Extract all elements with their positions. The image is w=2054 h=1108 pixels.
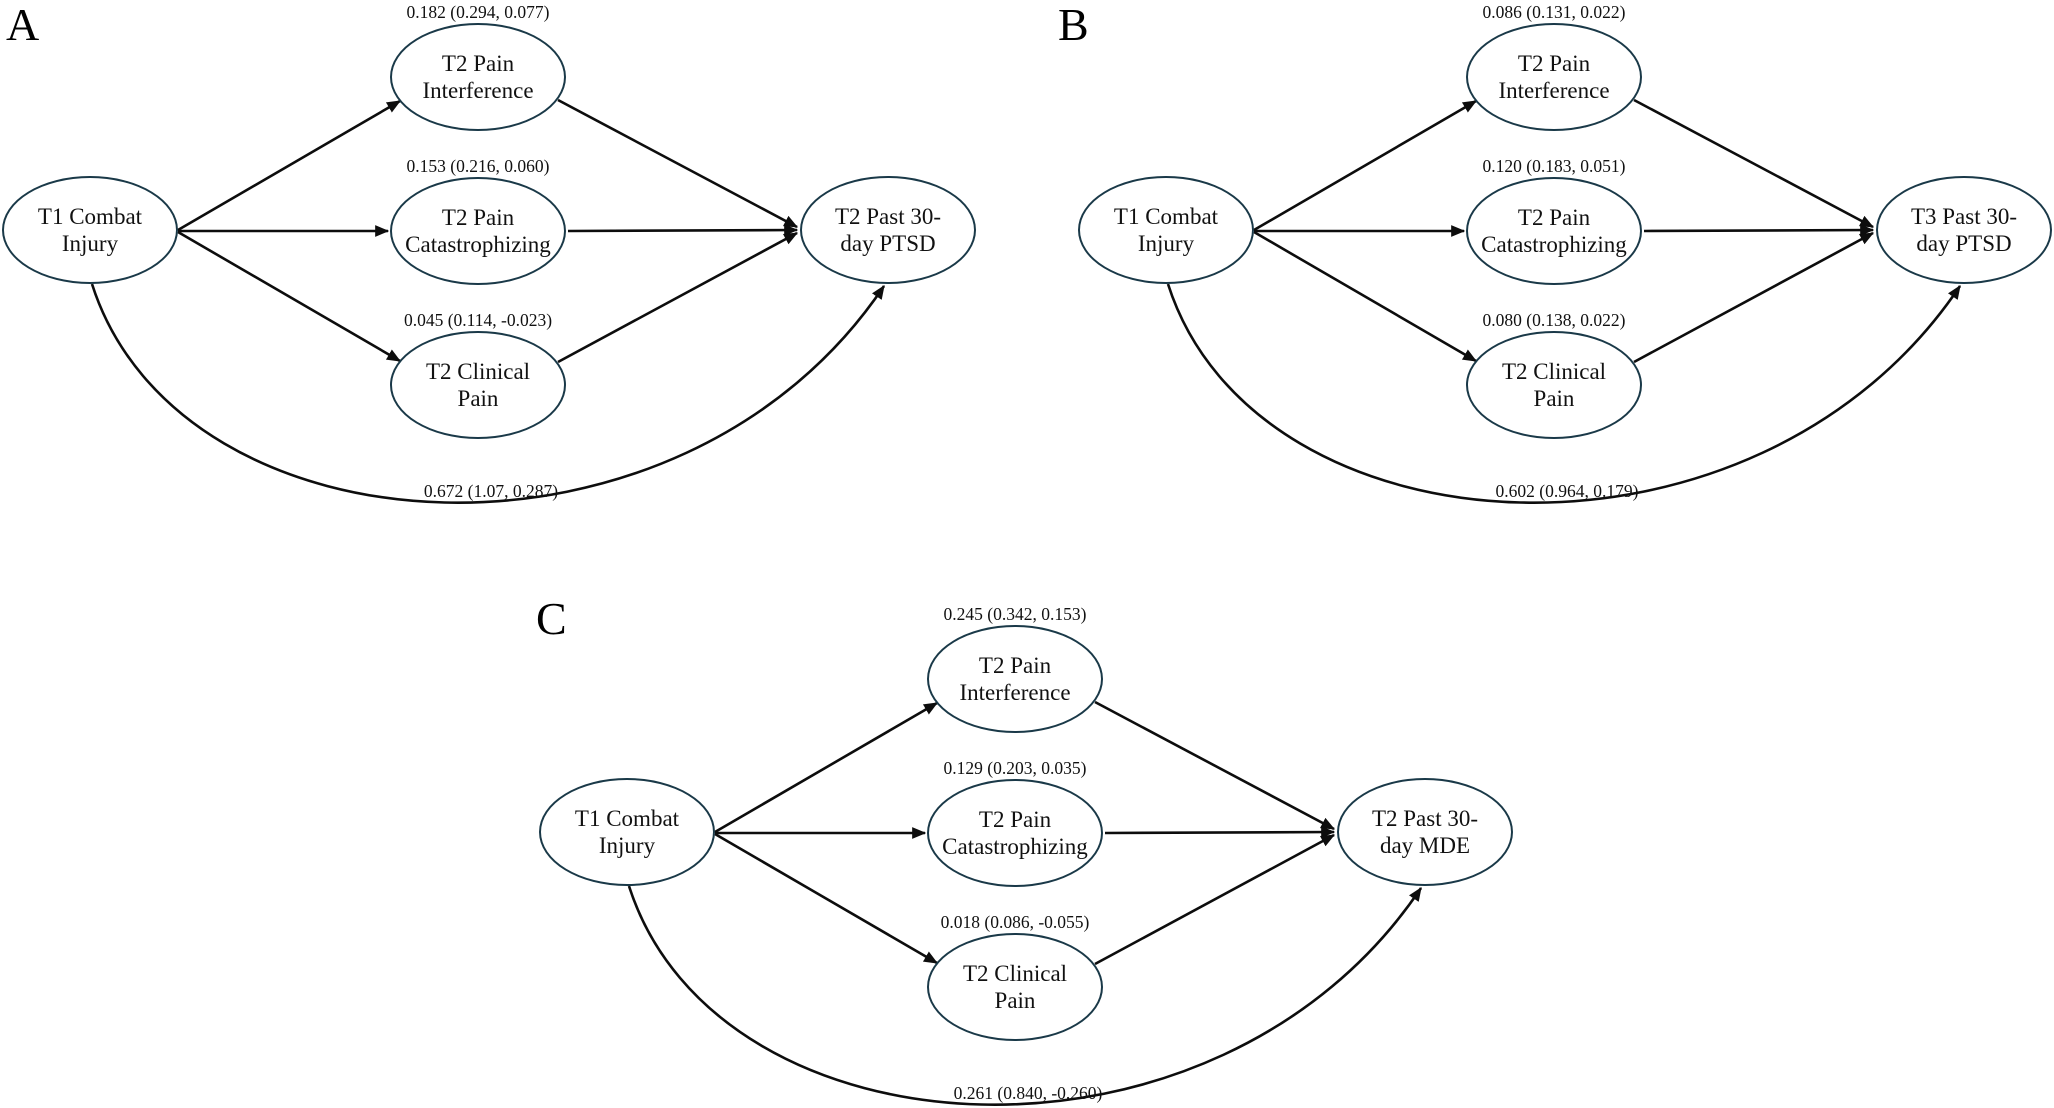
edge-clinical-to-outcome-a <box>557 231 799 364</box>
node-outcome-ptsd-t2-a: T2 Past 30- day PTSD <box>800 176 976 284</box>
edge-interference-to-outcome-b <box>1633 98 1875 229</box>
panel-b-letter: B <box>1058 0 1089 50</box>
edge-predictor-to-interference-c <box>714 701 939 834</box>
edge-clinical-to-outcome-b <box>1633 231 1875 364</box>
coef-pain-catastrophizing-b: 0.120 (0.183, 0.051) <box>1482 156 1626 176</box>
edge-predictor-to-clinical-b <box>1253 230 1478 363</box>
edge-interference-to-outcome-c <box>1094 700 1336 831</box>
edge-predictor-to-interference-a <box>177 99 402 232</box>
coef-pain-interference-a: 0.182 (0.294, 0.077) <box>406 2 550 22</box>
edge-predictor-to-clinical-a <box>177 230 402 363</box>
edge-catastrophizing-to-outcome-b <box>1643 224 1875 236</box>
node-t1-combat-injury-b: T1 Combat Injury <box>1078 176 1254 284</box>
coef-pain-catastrophizing-c: 0.129 (0.203, 0.035) <box>943 758 1087 778</box>
panel-a-edges <box>90 98 886 504</box>
node-outcome-ptsd-t3-b: T3 Past 30- day PTSD <box>1876 176 2052 284</box>
coef-pain-interference-c: 0.245 (0.342, 0.153) <box>943 604 1087 624</box>
coef-direct-effect-b: 0.602 (0.964, 0.179) <box>1495 481 1639 501</box>
node-pain-catastrophizing-a: T2 Pain Catastrophizing <box>390 177 566 285</box>
panel-c-edges <box>627 700 1423 1106</box>
node-outcome-mde-t2-c: T2 Past 30- day MDE <box>1337 778 1513 886</box>
panel-c-letter: C <box>536 593 567 644</box>
node-pain-catastrophizing-b: T2 Pain Catastrophizing <box>1466 177 1642 285</box>
edge-predictor-to-clinical-c <box>714 832 939 965</box>
edge-interference-to-outcome-a <box>557 98 799 229</box>
node-t1-combat-injury-c: T1 Combat Injury <box>539 778 715 886</box>
panel-a-letter: A <box>6 0 40 50</box>
node-t1-combat-injury-a: T1 Combat Injury <box>2 176 178 284</box>
coef-clinical-pain-a: 0.045 (0.114, -0.023) <box>403 310 553 330</box>
edge-direct-effect-curve-a <box>90 283 886 504</box>
node-pain-catastrophizing-c: T2 Pain Catastrophizing <box>927 779 1103 887</box>
coef-direct-effect-a: 0.672 (1.07, 0.287) <box>423 481 559 501</box>
node-clinical-pain-b: T2 Clinical Pain <box>1466 331 1642 439</box>
node-pain-interference-c: T2 Pain Interference <box>927 625 1103 733</box>
node-clinical-pain-c: T2 Clinical Pain <box>927 933 1103 1041</box>
coef-clinical-pain-b: 0.080 (0.138, 0.022) <box>1482 310 1626 330</box>
node-pain-interference-a: T2 Pain Interference <box>390 23 566 131</box>
coef-pain-catastrophizing-a: 0.153 (0.216, 0.060) <box>406 156 550 176</box>
edge-clinical-to-outcome-c <box>1094 833 1336 966</box>
edge-predictor-to-interference-b <box>1253 99 1478 232</box>
coef-pain-interference-b: 0.086 (0.131, 0.022) <box>1482 2 1626 22</box>
node-pain-interference-b: T2 Pain Interference <box>1466 23 1642 131</box>
edge-catastrophizing-to-outcome-c <box>1104 826 1336 838</box>
edge-direct-effect-curve-c <box>627 885 1423 1106</box>
coef-direct-effect-c: 0.261 (0.840, -0.260) <box>953 1083 1103 1103</box>
coef-clinical-pain-c: 0.018 (0.086, -0.055) <box>940 912 1090 932</box>
edge-catastrophizing-to-outcome-a <box>567 224 799 236</box>
panel-b-edges <box>1166 98 1962 504</box>
edge-direct-effect-curve-b <box>1166 283 1962 504</box>
node-clinical-pain-a: T2 Clinical Pain <box>390 331 566 439</box>
